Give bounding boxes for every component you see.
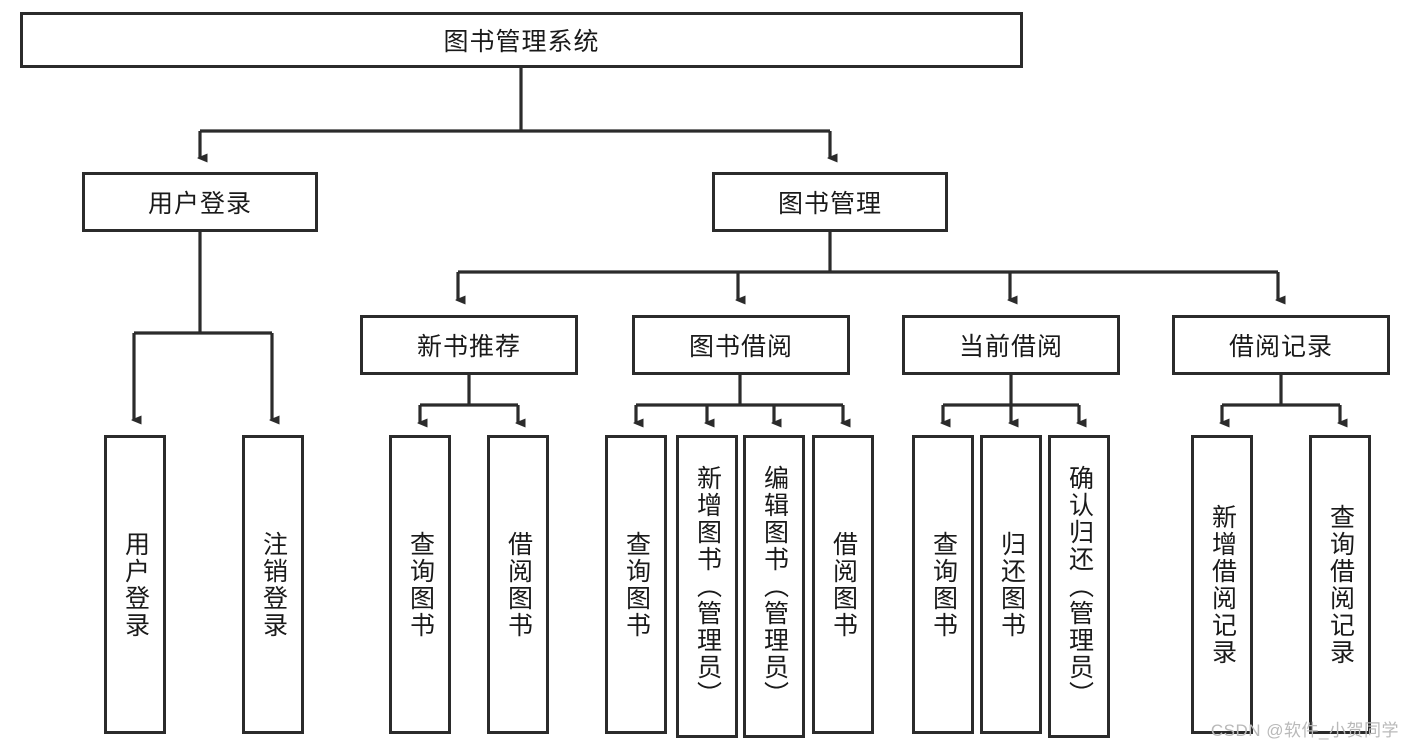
node-leaf-borrow-book-2-label: 借阅图书 [829, 530, 858, 639]
node-leaf-user-logout-label: 注销登录 [259, 530, 288, 639]
node-user-login-label: 用户登录 [147, 190, 252, 218]
node-root-label: 图书管理系统 [443, 28, 600, 56]
node-leaf-query-book-2-label: 查询图书 [622, 530, 651, 639]
node-leaf-edit-book[interactable]: 编辑图书（管理员） [743, 435, 805, 738]
node-leaf-add-book[interactable]: 新增图书（管理员） [676, 435, 738, 738]
node-leaf-return-book-label: 归还图书 [997, 530, 1026, 639]
node-book-management-label: 图书管理 [777, 190, 882, 218]
node-leaf-confirm-return-label: 确认归还（管理员） [1065, 465, 1094, 708]
node-leaf-add-record-label: 新增借阅记录 [1208, 503, 1237, 666]
node-book-borrow[interactable]: 图书借阅 [632, 315, 850, 375]
node-leaf-user-logout[interactable]: 注销登录 [242, 435, 304, 734]
node-leaf-query-book-3-label: 查询图书 [929, 530, 958, 639]
node-book-borrow-label: 图书借阅 [688, 333, 793, 361]
node-leaf-confirm-return[interactable]: 确认归还（管理员） [1048, 435, 1110, 738]
node-leaf-return-book[interactable]: 归还图书 [980, 435, 1042, 734]
node-leaf-query-book-1[interactable]: 查询图书 [389, 435, 451, 734]
node-leaf-user-login[interactable]: 用户登录 [104, 435, 166, 734]
node-root[interactable]: 图书管理系统 [20, 12, 1023, 68]
node-current-borrow[interactable]: 当前借阅 [902, 315, 1120, 375]
node-leaf-user-login-label: 用户登录 [121, 530, 150, 639]
node-user-login[interactable]: 用户登录 [82, 172, 318, 232]
node-leaf-add-book-label: 新增图书（管理员） [693, 465, 722, 708]
node-current-borrow-label: 当前借阅 [958, 333, 1063, 361]
node-leaf-borrow-book-2[interactable]: 借阅图书 [812, 435, 874, 734]
node-leaf-query-record-label: 查询借阅记录 [1326, 503, 1355, 666]
node-leaf-borrow-book-1-label: 借阅图书 [504, 530, 533, 639]
node-book-management[interactable]: 图书管理 [712, 172, 948, 232]
node-leaf-query-book-3[interactable]: 查询图书 [912, 435, 974, 734]
node-borrow-record[interactable]: 借阅记录 [1172, 315, 1390, 375]
node-new-book-recommend[interactable]: 新书推荐 [360, 315, 578, 375]
node-leaf-edit-book-label: 编辑图书（管理员） [760, 465, 789, 708]
node-leaf-query-book-1-label: 查询图书 [406, 530, 435, 639]
node-leaf-borrow-book-1[interactable]: 借阅图书 [487, 435, 549, 734]
node-new-book-recommend-label: 新书推荐 [416, 333, 521, 361]
node-leaf-query-record[interactable]: 查询借阅记录 [1309, 435, 1371, 734]
node-leaf-query-book-2[interactable]: 查询图书 [605, 435, 667, 734]
node-borrow-record-label: 借阅记录 [1228, 333, 1333, 361]
node-leaf-add-record[interactable]: 新增借阅记录 [1191, 435, 1253, 734]
watermark: CSDN @软件_小贺同学 [1210, 721, 1399, 740]
